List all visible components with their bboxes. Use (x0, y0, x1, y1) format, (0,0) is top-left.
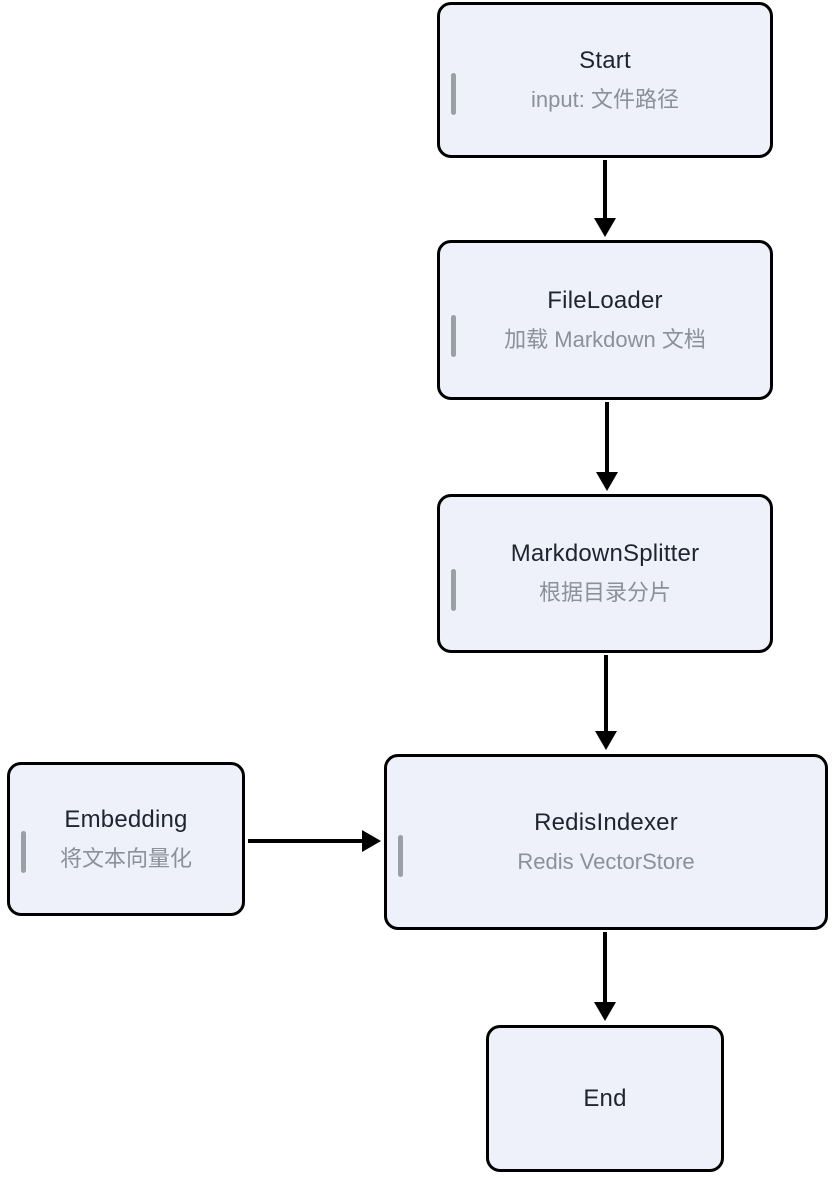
node-accent-bar (451, 315, 456, 357)
arrowhead-down-icon (594, 218, 616, 237)
node-accent-bar (451, 569, 456, 611)
node-subtitle: 将文本向量化 (59, 845, 192, 871)
flow-node-end[interactable]: End (486, 1025, 724, 1172)
arrow-shaft (605, 402, 609, 474)
node-title: Start (579, 46, 631, 74)
node-accent-bar (451, 73, 456, 115)
arrowhead-down-icon (594, 1002, 616, 1021)
arrow-shaft (604, 655, 608, 733)
node-title: RedisIndexer (534, 808, 678, 836)
node-title: FileLoader (547, 286, 663, 314)
arrow-shaft (603, 932, 607, 1004)
flow-node-markdownsplitter[interactable]: MarkdownSplitter 根据目录分片 (437, 494, 773, 653)
node-title: End (583, 1084, 627, 1112)
node-title: MarkdownSplitter (510, 540, 700, 568)
arrowhead-down-icon (596, 472, 618, 491)
flow-node-start[interactable]: Start input: 文件路径 (437, 2, 773, 158)
arrow-shaft (248, 839, 364, 843)
node-accent-bar (21, 831, 26, 873)
flow-node-embedding[interactable]: Embedding 将文本向量化 (7, 762, 245, 916)
arrow-shaft (603, 160, 607, 220)
node-subtitle: 根据目录分片 (538, 580, 671, 606)
node-title: Embedding (64, 805, 188, 833)
flow-node-fileloader[interactable]: FileLoader 加载 Markdown 文档 (437, 240, 773, 400)
node-subtitle: input: 文件路径 (531, 86, 679, 112)
node-subtitle: Redis VectorStore (517, 848, 695, 874)
node-accent-bar (398, 835, 403, 877)
flow-node-redisindexer[interactable]: RedisIndexer Redis VectorStore (384, 754, 828, 930)
node-subtitle: 加载 Markdown 文档 (504, 326, 706, 352)
arrowhead-down-icon (595, 731, 617, 750)
arrowhead-right-icon (362, 830, 381, 852)
